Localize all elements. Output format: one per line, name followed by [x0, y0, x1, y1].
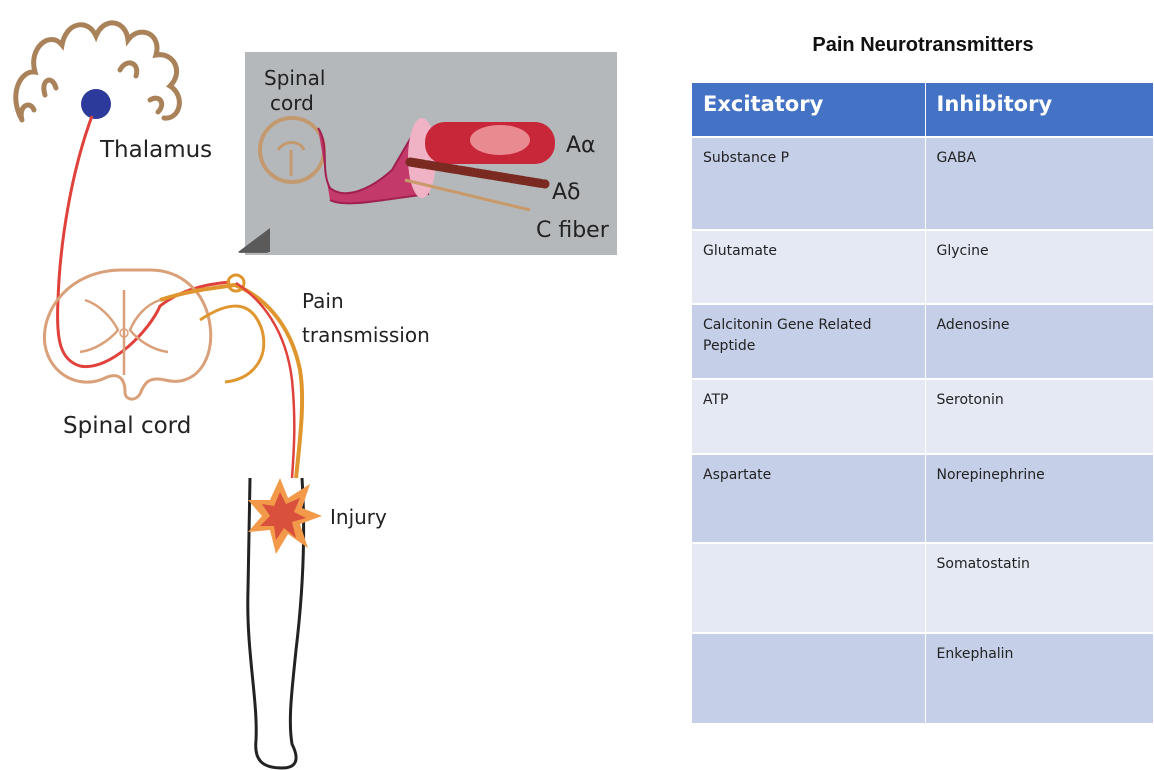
cell-inhibitory: Adenosine [925, 304, 1154, 379]
table-row: ATP Serotonin [692, 379, 1154, 454]
injury-label: Injury [330, 505, 387, 529]
table-row: Calcitonin Gene Related Peptide Adenosin… [692, 304, 1154, 379]
pain-pathway-diagram: Thalamus Pain transmission Spinal cord I… [0, 0, 680, 770]
cell-excitatory: Substance P [692, 137, 925, 230]
cell-inhibitory: Somatostatin [925, 543, 1154, 633]
a-delta-label: Aδ [552, 180, 581, 205]
pain-transmission-label-line1: Pain [302, 289, 344, 313]
header-excitatory: Excitatory [692, 83, 925, 137]
table-header-row: Excitatory Inhibitory [692, 83, 1154, 137]
cell-inhibitory: GABA [925, 137, 1154, 230]
thalamus-label: Thalamus [99, 137, 212, 163]
table-row: Glutamate Glycine [692, 230, 1154, 304]
table-row: Somatostatin [692, 543, 1154, 633]
cell-excitatory: ATP [692, 379, 925, 454]
table-title: Pain Neurotransmitters [692, 34, 1154, 57]
spinal-cord-cross-section [44, 270, 210, 399]
cell-inhibitory: Glycine [925, 230, 1154, 304]
inset-spinal-label-line1: Spinal [264, 66, 325, 90]
red-nerve-signal [236, 283, 294, 478]
table-row: Enkephalin [692, 633, 1154, 723]
cell-excitatory [692, 543, 925, 633]
cell-excitatory [692, 633, 925, 723]
thalamus-marker [81, 89, 111, 119]
cell-inhibitory: Serotonin [925, 379, 1154, 454]
cell-excitatory: Aspartate [692, 454, 925, 543]
header-inhibitory: Inhibitory [925, 83, 1154, 137]
table-row: Substance P GABA [692, 137, 1154, 230]
cell-inhibitory: Enkephalin [925, 633, 1154, 723]
neurotransmitter-table: Excitatory Inhibitory Substance P GABA G… [692, 83, 1154, 723]
spinal-cord-label: Spinal cord [63, 413, 191, 439]
a-alpha-label: Aα [566, 133, 596, 158]
inset-spinal-label-line2: cord [270, 91, 314, 115]
table-row: Aspartate Norepinephrine [692, 454, 1154, 543]
c-fiber-label: C fiber [536, 218, 610, 243]
cell-excitatory: Glutamate [692, 230, 925, 304]
nerve-fiber-inset: Spinal cord Aα Aδ C fiber [238, 52, 617, 255]
cell-inhibitory: Norepinephrine [925, 454, 1154, 543]
pain-transmission-label-line2: transmission [302, 323, 430, 347]
cell-excitatory: Calcitonin Gene Related Peptide [692, 304, 925, 379]
